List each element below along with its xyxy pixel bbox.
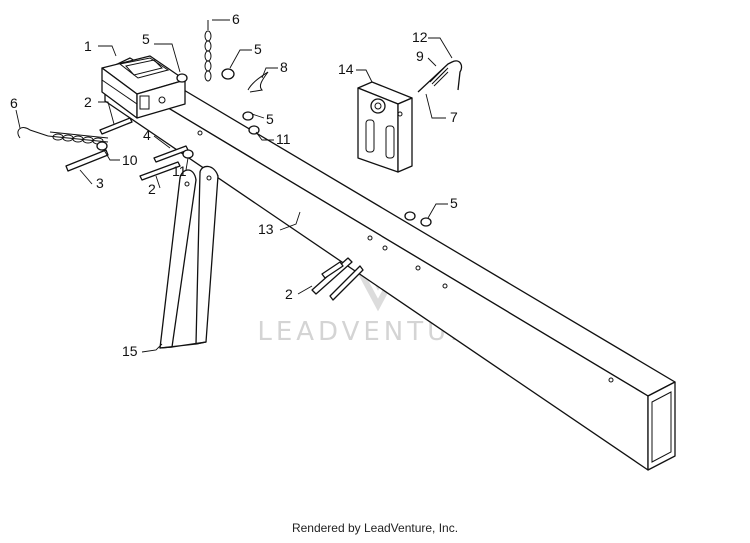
callout-2b: 2	[148, 181, 156, 197]
callout-4: 4	[143, 127, 151, 143]
callout-2c: 2	[285, 286, 293, 302]
support-leg	[159, 165, 219, 349]
callout-15: 15	[122, 343, 138, 359]
callout-11a: 11	[172, 163, 187, 179]
callout-8: 8	[280, 59, 288, 75]
hairpin-clip	[247, 71, 269, 93]
callouts: 1 2 2 2 3 4 5 5 5 5 6 6 7 8 9 10 11	[10, 11, 458, 359]
callout-1: 1	[84, 38, 92, 54]
hitch-pin	[417, 60, 463, 93]
callout-11b: 11	[276, 131, 291, 147]
callout-5b: 5	[254, 41, 262, 57]
callout-10: 10	[122, 152, 138, 168]
callout-5c: 5	[266, 111, 274, 127]
callout-12: 12	[412, 29, 428, 45]
callout-5d: 5	[450, 195, 458, 211]
main-tube	[104, 57, 676, 471]
callout-5a: 5	[142, 31, 150, 47]
nuts-washers	[96, 68, 432, 227]
chain-vertical	[204, 20, 212, 82]
callout-14: 14	[338, 61, 354, 77]
callout-6b: 6	[232, 11, 240, 27]
footer-credit: Rendered by LeadVenture, Inc.	[291, 521, 459, 535]
bracket	[357, 81, 413, 173]
safety-chain	[17, 127, 109, 145]
callout-7: 7	[450, 109, 458, 125]
callout-6a: 6	[10, 95, 18, 111]
callout-2a: 2	[84, 94, 92, 110]
callout-13: 13	[258, 221, 274, 237]
callout-9: 9	[416, 48, 424, 64]
hitch-coupler	[101, 55, 186, 119]
callout-3: 3	[96, 175, 104, 191]
